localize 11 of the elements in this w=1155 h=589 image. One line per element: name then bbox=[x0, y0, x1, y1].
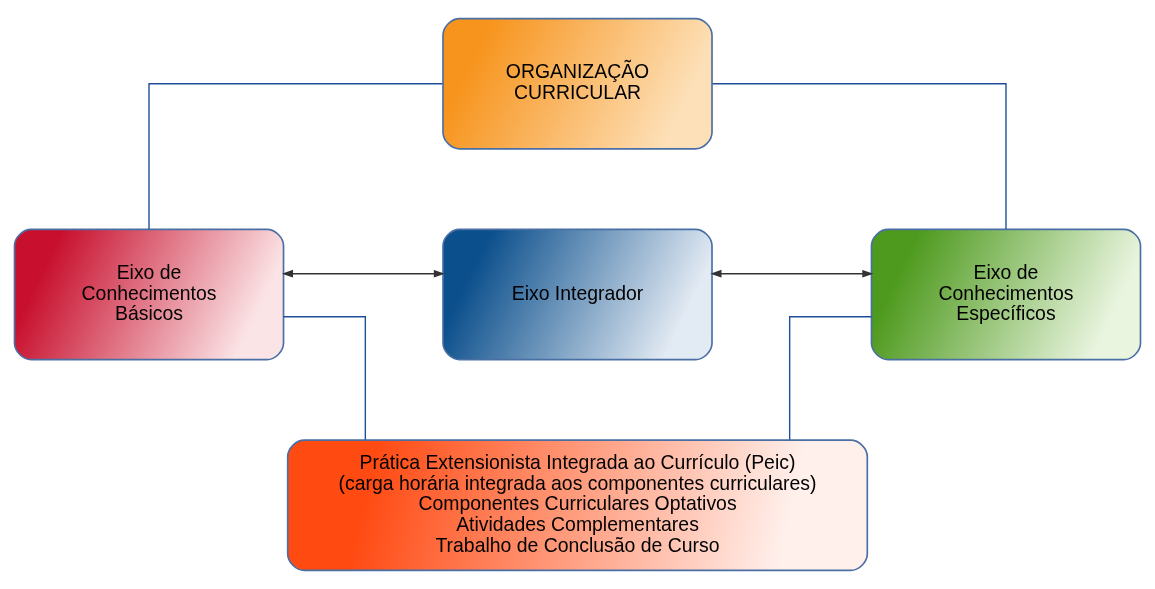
node-box: Eixo de Conhecimentos Básicos bbox=[13, 228, 285, 361]
connector bbox=[711, 83, 1007, 230]
node-box: Eixo Integrador bbox=[442, 228, 713, 361]
connector bbox=[788, 316, 873, 441]
connector bbox=[148, 83, 444, 230]
node-box: Prática Extensionista Integrada ao Currículo (Peic) (carga horária integrada aos componentes curriculares) Componentes Curriculares Optativos Atividades Complementares Trabalho de Conclusão de Curso bbox=[286, 439, 869, 572]
node-box: Eixo de Conhecimentos Específicos bbox=[870, 228, 1142, 361]
arrow bbox=[281, 269, 445, 278]
arrow bbox=[710, 269, 874, 278]
node-box: ORGANIZAÇÃO CURRICULAR bbox=[442, 17, 713, 150]
connector bbox=[282, 316, 367, 441]
